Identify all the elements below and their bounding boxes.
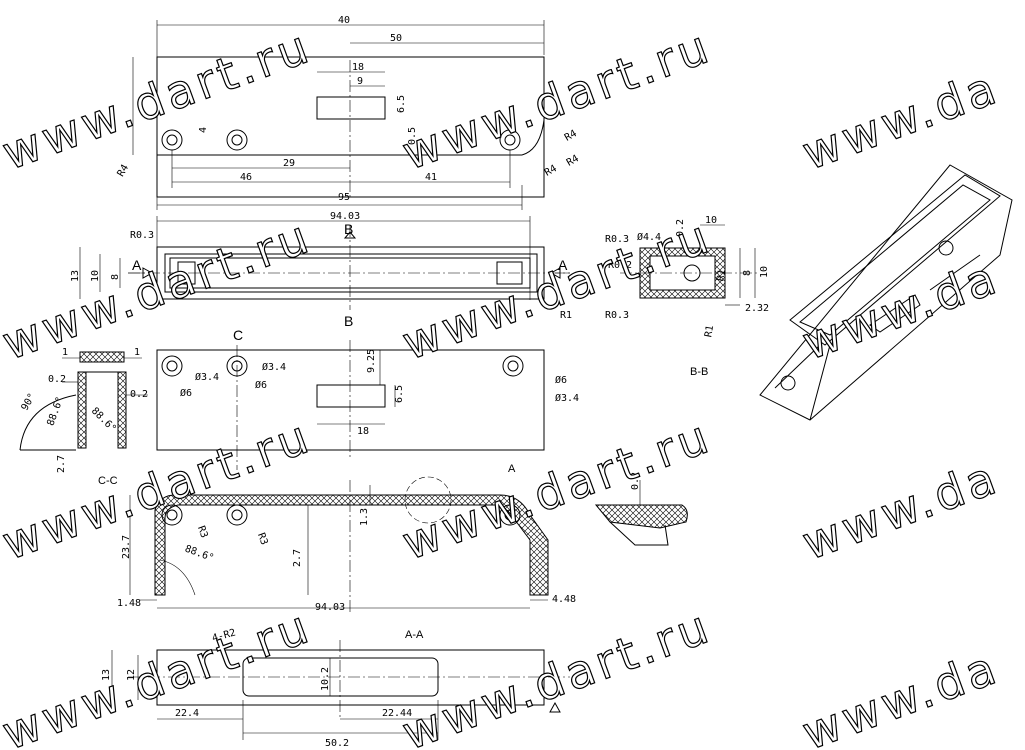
dim-cc-0.2-right: 0.2 (130, 389, 148, 400)
dim-13: 13 (70, 270, 81, 282)
dim-40: 40 (338, 15, 350, 26)
watermark-1: www.dart.ru (0, 19, 319, 181)
dim-r1: R1 (560, 310, 572, 321)
watermark-layer: www.dart.ru www.dart.ru www.da www.dart.… (0, 18, 1007, 750)
dim-cc-2.7: 2.7 (56, 455, 67, 473)
dim-dia3.4-left: Ø3.4 (195, 371, 219, 383)
dim-10: 10 (90, 270, 101, 282)
watermark-4: www.dart.ru (0, 209, 319, 371)
section-aa: A R3 R3 23.7 88.6° 1.3 2.7 1.48 94.03 4.… (117, 463, 576, 641)
dim-22.44: 22.44 (382, 708, 412, 719)
dim-50.2: 50.2 (325, 738, 349, 749)
watermark-3: www.da (795, 60, 1006, 181)
dim-dia3.4-mid: Ø3.4 (262, 361, 286, 373)
dim-4: 4 (198, 127, 209, 133)
watermark-12: www.da (795, 640, 1006, 750)
section-mark-b-top: B (344, 221, 353, 237)
dim-bb-8: 8 (742, 270, 753, 276)
dim-bb-10-right: 10 (759, 266, 770, 278)
section-bb: R0.3 Ø4.4 0.2 10 R0.2 R1 8 10 R0.3 R1 2.… (605, 215, 770, 378)
dim-9.25: 9.25 (366, 349, 377, 373)
dim-aa-1.48: 1.48 (117, 598, 141, 609)
dim-95: 95 (338, 192, 350, 203)
section-bb-label: B-B (690, 366, 708, 378)
section-cc: 1 1 0.2 0.2 90° 88.6° 88.6° 2.7 C-C (19, 347, 148, 487)
section-aa-label: A-A (405, 629, 424, 641)
dim-bottom-18: 18 (357, 426, 369, 437)
bottom-view: Ø3.4 Ø6 Ø3.4 Ø6 Ø6 Ø3.4 9.25 6.5 18 C (156, 327, 579, 470)
dim-dia3.4-right: Ø3.4 (555, 392, 579, 404)
dim-94.03: 94.03 (330, 211, 360, 222)
dim-aa-23.7: 23.7 (121, 535, 132, 559)
section-cc-label: C-C (98, 475, 118, 487)
watermark-11: www.dart.ru (395, 599, 718, 750)
dim-10.2: 10.2 (320, 667, 331, 691)
dim-6.5: 6.5 (396, 95, 407, 113)
dim-r4-right-3: R4 (543, 163, 559, 179)
dim-aa-r3-left: R3 (195, 525, 209, 540)
dim-aa-1.3: 1.3 (359, 508, 370, 526)
section-mark-a-left: A (132, 257, 142, 273)
dim-bb-0.2: 0.2 (675, 219, 686, 237)
watermark-10: www.dart.ru (0, 599, 319, 750)
dim-aa-r3-mid: R3 (255, 532, 269, 547)
detail-a-callout: A (508, 463, 516, 475)
dim-50: 50 (390, 33, 402, 44)
dim-cc-90deg: 90° (20, 392, 39, 413)
dim-22.4: 22.4 (175, 708, 199, 719)
dim-aa-4.48: 4.48 (552, 594, 576, 605)
dim-dia6-mid: Ø6 (255, 379, 267, 391)
dim-cc-0.2-left: 0.2 (48, 374, 66, 385)
dim-bb-2.32: 2.32 (745, 303, 769, 314)
dim-aa-2.7: 2.7 (292, 549, 303, 567)
dim-8: 8 (110, 274, 121, 280)
dim-bb-r1-right: R1 (715, 268, 728, 282)
dim-bb-r0.3-bottom: R0.3 (605, 310, 629, 321)
watermark-6: www.da (795, 250, 1006, 371)
section-mark-c: C (233, 327, 243, 343)
dim-0.5: 0.5 (407, 127, 418, 145)
isometric-view (759, 164, 1013, 421)
section-mark-a-right: A (558, 257, 568, 273)
dim-bottom-6.5: 6.5 (394, 385, 405, 403)
dim-bb-dia4.4: Ø4.4 (637, 231, 661, 243)
dim-cc-1-left: 1 (62, 347, 68, 358)
section-mark-b-bottom: B (344, 313, 353, 329)
dim-46: 46 (240, 172, 252, 183)
dim-aa-94.03: 94.03 (315, 602, 345, 613)
dim-dia6-right: Ø6 (555, 374, 567, 386)
dim-18: 18 (352, 62, 364, 73)
dim-bb-10-top: 10 (705, 215, 717, 226)
dim-29: 29 (283, 158, 295, 169)
dim-cc-88.6deg-right: 88.6° (89, 406, 118, 435)
watermark-9: www.da (795, 450, 1006, 571)
dim-detail-0.2: 0.2 (630, 472, 641, 490)
underside-view: 4-R2 13 12 10.2 22.4 50.2 22.44 (101, 627, 570, 749)
dim-r4-left: R4 (116, 163, 132, 179)
dim-bb-r0.3-top: R0.3 (605, 234, 629, 245)
top-view: 40 50 18 9 6.5 0.5 4 R4 R4 R4 R4 29 46 4… (116, 15, 581, 210)
dim-under-12: 12 (126, 669, 137, 681)
detail-a: 0.2 (594, 472, 688, 546)
dim-bb-r1-bottom: R1 (703, 324, 716, 338)
dim-under-13: 13 (101, 669, 112, 681)
dim-bb-r0.2: R0.2 (608, 260, 632, 271)
dim-cc-1-right: 1 (134, 347, 140, 358)
dim-dia6-left: Ø6 (180, 387, 192, 399)
dim-r4-right-1: R4 (563, 128, 579, 144)
watermark-8: www.dart.ru (395, 409, 718, 571)
dim-aa-88.6deg: 88.6° (183, 544, 215, 565)
front-view: 94.03 R0.3 13 10 8 R1 B B A A (70, 211, 572, 329)
dim-r0.3: R0.3 (130, 230, 154, 241)
dim-r4-right-2: R4 (565, 153, 581, 169)
dim-41: 41 (425, 172, 437, 183)
dim-cc-88.6deg-left: 88.6° (45, 395, 66, 427)
dim-9: 9 (357, 76, 363, 87)
